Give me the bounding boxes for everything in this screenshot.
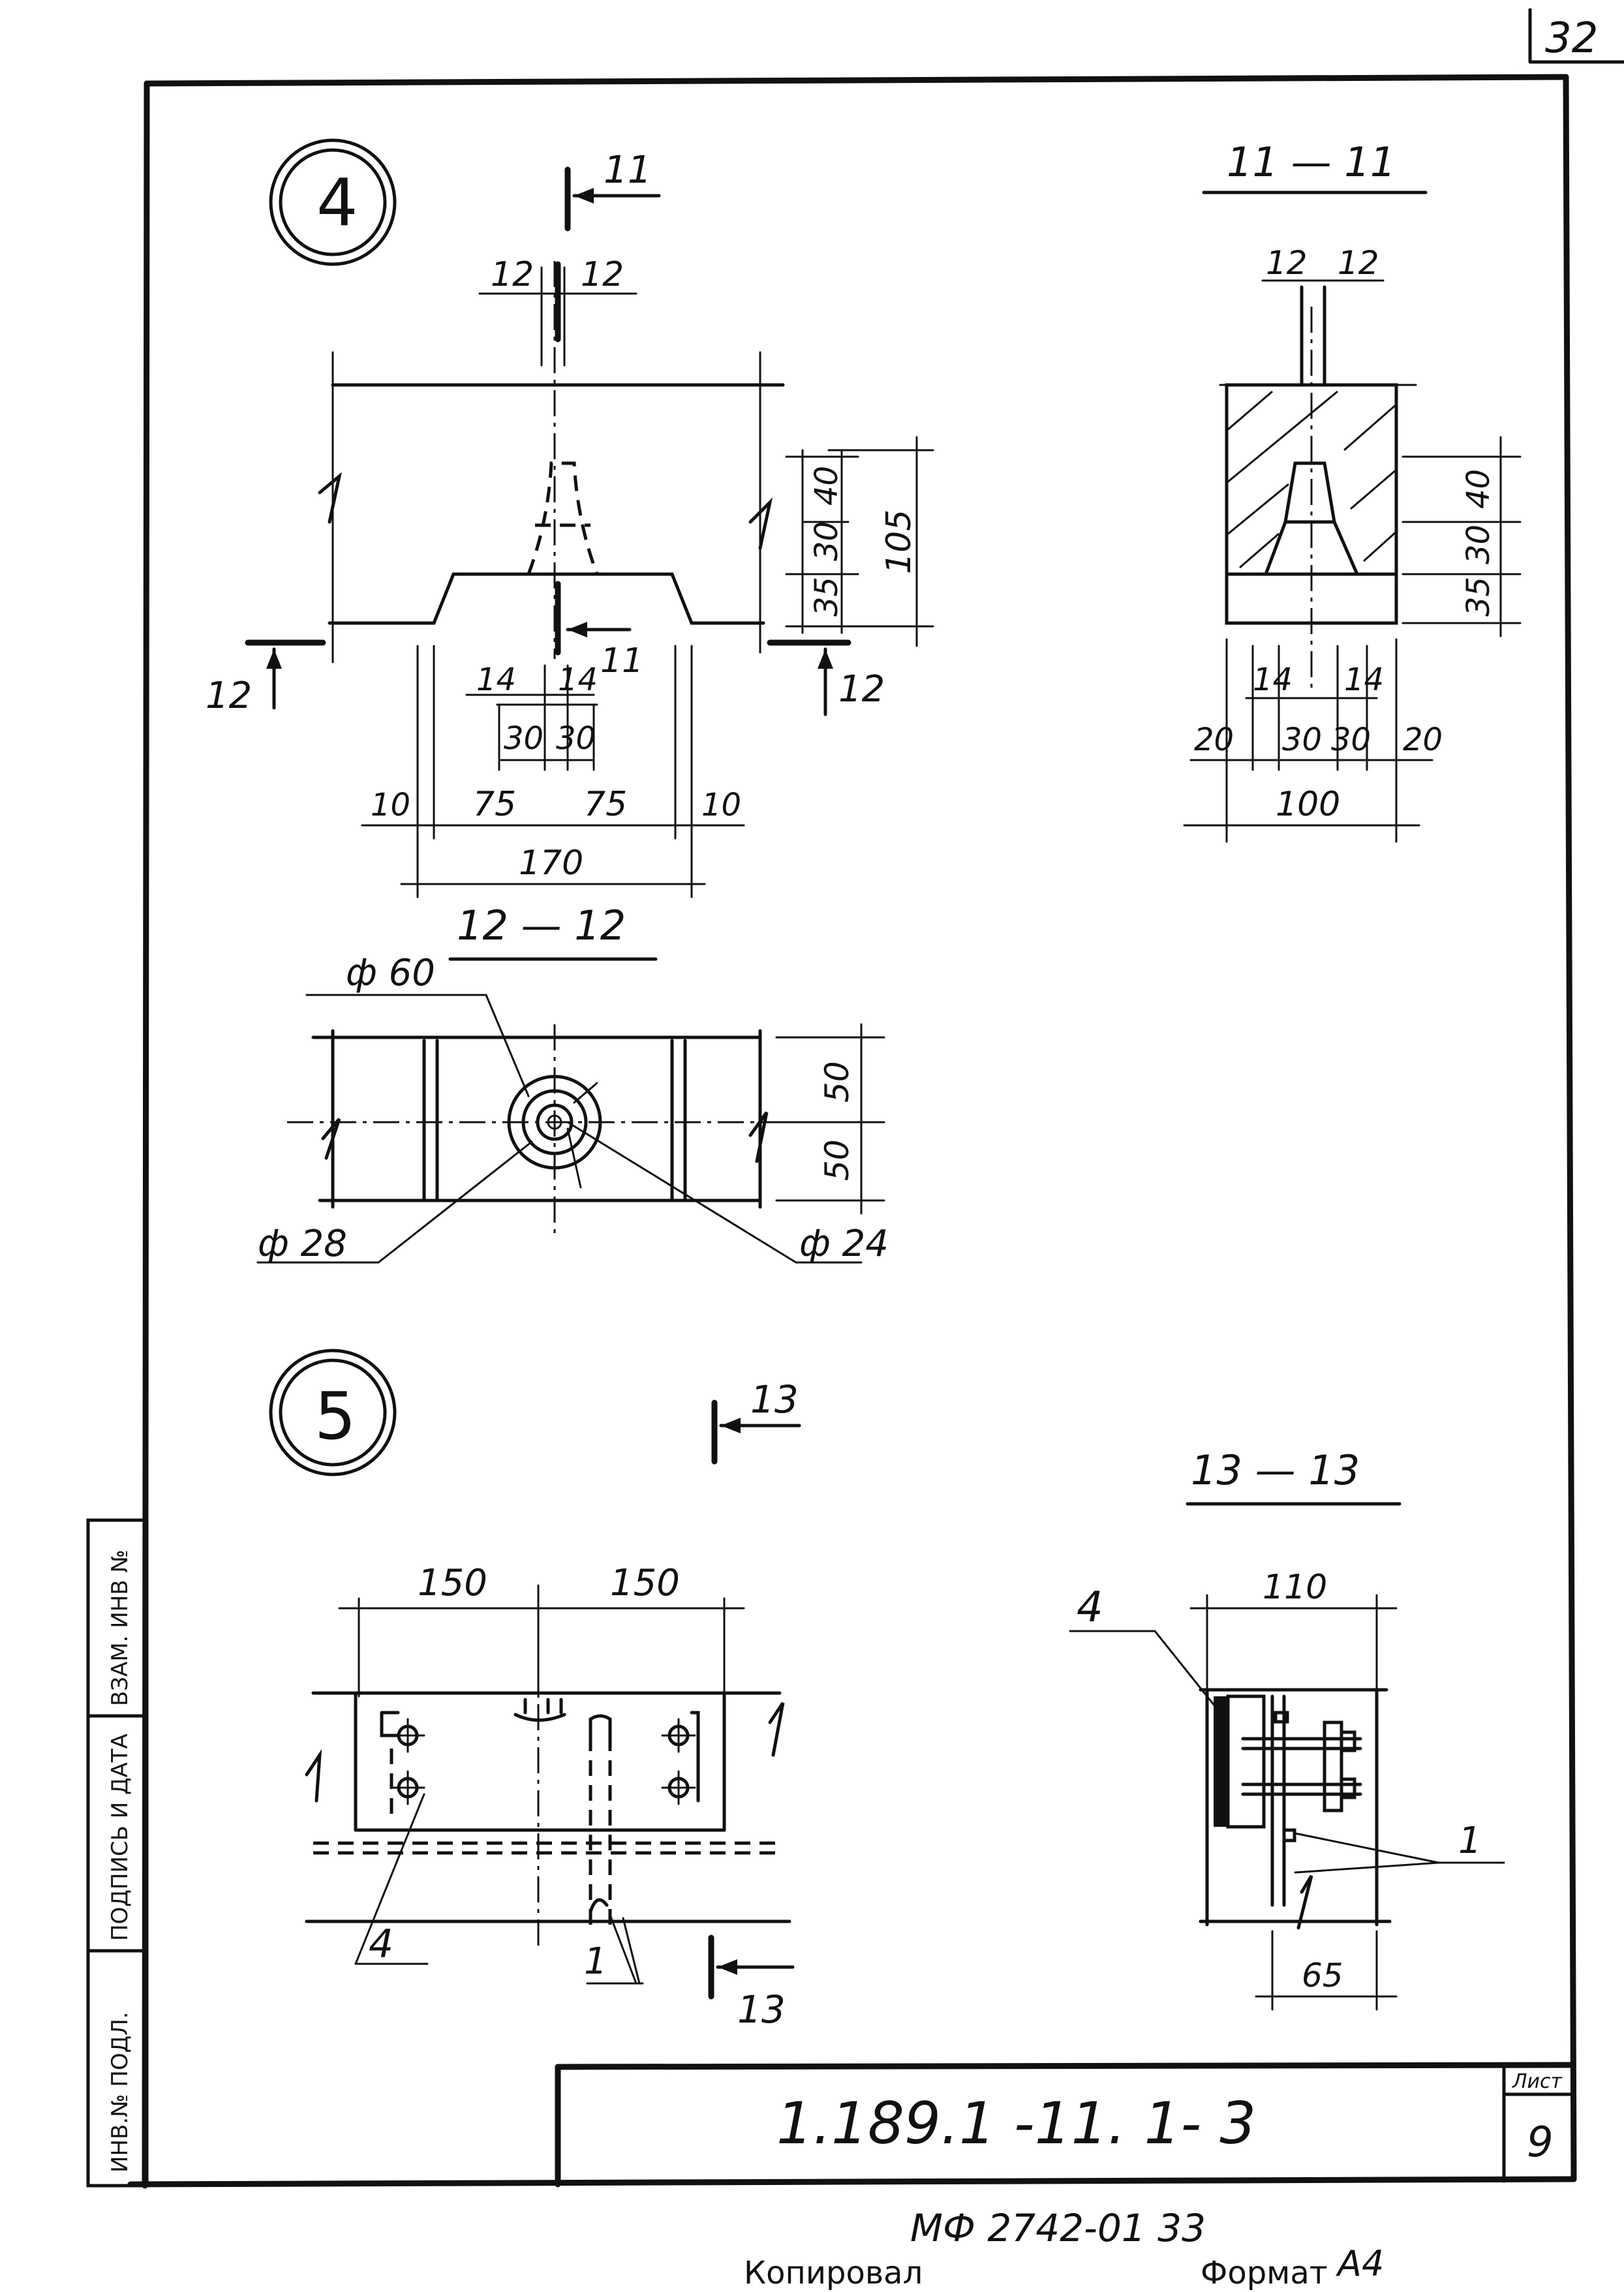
section-13-plate bbox=[1214, 1696, 1228, 1827]
format-value: А4 bbox=[1336, 2243, 1384, 2284]
document-code: 1.189.1 -11. 1- 3 bbox=[776, 2090, 1256, 2157]
detail-4-inner-30-a: 30 bbox=[504, 720, 544, 757]
detail-4-right-total: 105 bbox=[880, 510, 919, 574]
detail-5-top-dim-2: 150 bbox=[610, 1562, 680, 1604]
section-11-top-dim-1: 12 bbox=[1266, 244, 1308, 282]
detail-4-bottom-75-b: 75 bbox=[584, 785, 627, 824]
stamp-cell-inv-podl: ИНВ.№ ПОДЛ. bbox=[107, 2011, 133, 2173]
section-11-bottom-30-a: 30 bbox=[1282, 722, 1322, 758]
section-13-bottom-dim: 65 bbox=[1302, 1957, 1343, 1994]
detail-4-section-mark-top: 11 bbox=[604, 147, 652, 192]
detail-5-marker-inner bbox=[279, 1358, 387, 1467]
detail-4-bottom-10-a: 10 bbox=[371, 787, 410, 823]
detail-4-inner-30-b: 30 bbox=[556, 720, 596, 757]
phi-24-label: ф 24 bbox=[799, 1223, 889, 1265]
format-label: Формат bbox=[1201, 2255, 1328, 2291]
section-11-inner-14-b: 14 bbox=[1344, 662, 1384, 698]
section-13-callout-4: 4 bbox=[1077, 1583, 1103, 1632]
detail-5-marker-outer bbox=[269, 1349, 397, 1476]
page-number: 32 bbox=[1545, 14, 1598, 63]
detail-4-section-mark-mid: 11 bbox=[600, 641, 643, 680]
section-11-bottom-total: 100 bbox=[1276, 785, 1340, 824]
detail-5-callout-4: 4 bbox=[369, 1921, 393, 1967]
detail-4-section-12-right: 12 bbox=[838, 668, 885, 711]
section-11-hatching bbox=[1226, 390, 1398, 569]
detail-4-top-dim-2: 12 bbox=[581, 255, 624, 294]
detail-4-elevation: 4 11 12 12 40 30 35 10 bbox=[206, 138, 934, 961]
detail-5-callout-1: 1 bbox=[584, 1940, 607, 1983]
section-13-callout-1: 1 bbox=[1458, 1820, 1482, 1862]
detail-4-marker-outer bbox=[269, 138, 397, 266]
title-block: 1.189.1 -11. 1- 3 Лист 9 bbox=[555, 2062, 1576, 2188]
section-13-13: 13 — 13 110 4 1 bbox=[1069, 1446, 1505, 2011]
hole-outer-phi60 bbox=[507, 1075, 602, 1170]
detail-4-right-dim-30: 30 bbox=[808, 521, 845, 561]
view-12-12: ф 60 ф 28 ф 24 50 50 bbox=[256, 952, 889, 1265]
section-13-width-dim: 110 bbox=[1263, 1568, 1327, 1607]
sheet-frame bbox=[127, 74, 1577, 2189]
section-11-bottom-20-a: 20 bbox=[1194, 722, 1234, 758]
view-12-right-dim-50-a: 50 bbox=[818, 1061, 856, 1103]
phi-60-label: ф 60 bbox=[346, 952, 435, 994]
detail-5-marker-label: 5 bbox=[314, 1378, 356, 1454]
view-12-title: 12 — 12 bbox=[457, 902, 626, 949]
detail-5-section-mark-top: 13 bbox=[750, 1377, 799, 1422]
detail-4-bottom-10-b: 10 bbox=[701, 787, 741, 823]
detail-4-top-dim-1: 12 bbox=[491, 255, 534, 294]
detail-5-section-mark-bottom: 13 bbox=[737, 1987, 786, 2032]
section-11-11: 11 — 11 12 12 40 30 35 bbox=[1183, 138, 1522, 843]
view-12-right-dim-50-b: 50 bbox=[818, 1139, 856, 1181]
bottom-notes: МФ 2742-01 33 Копировал Формат А4 bbox=[744, 2206, 1384, 2291]
stamp-cell-vzam-inv: ВЗАМ. ИНВ № bbox=[107, 1550, 133, 1706]
detail-4-inner-14-b: 14 bbox=[558, 662, 598, 698]
detail-4-inner-14-a: 14 bbox=[476, 662, 516, 698]
hole-mid-phi28 bbox=[521, 1089, 588, 1155]
section-11-bottom-30-b: 30 bbox=[1331, 722, 1371, 758]
detail-4-bottom-75-a: 75 bbox=[473, 785, 516, 824]
detail-4-right-dim-35: 35 bbox=[808, 577, 845, 617]
side-stamp: ИНВ.№ ПОДЛ. ПОДПИСЬ И ДАТА ВЗАМ. ИНВ № bbox=[86, 1518, 149, 2188]
section-11-inner-14-a: 14 bbox=[1253, 662, 1293, 698]
section-13-title: 13 — 13 bbox=[1191, 1446, 1360, 1494]
section-11-bottom-20-b: 20 bbox=[1403, 722, 1443, 758]
detail-4-marker-inner bbox=[279, 148, 387, 256]
detail-5-elevation: 5 13 150 150 bbox=[269, 1349, 801, 2032]
section-11-right-dim-40: 40 bbox=[1460, 469, 1497, 509]
copy-number: МФ 2742-01 33 bbox=[910, 2206, 1206, 2250]
detail-4-section-12-left: 12 bbox=[206, 675, 252, 717]
hole-inner-phi24 bbox=[536, 1103, 574, 1141]
section-11-right-dim-30: 30 bbox=[1460, 525, 1497, 564]
sheet-label: Лист bbox=[1512, 2070, 1563, 2093]
section-11-right-dim-35: 35 bbox=[1460, 577, 1497, 617]
section-11-top-dim-2: 12 bbox=[1338, 244, 1379, 282]
stamp-cell-podpis-data: ПОДПИСЬ И ДАТА bbox=[107, 1734, 133, 1941]
page-number-block: 32 bbox=[1528, 8, 1624, 64]
detail-4-right-dim-40: 40 bbox=[808, 466, 845, 506]
detail-4-marker-label: 4 bbox=[316, 164, 358, 241]
phi-28-label: ф 28 bbox=[258, 1223, 347, 1265]
copied-label: Копировал bbox=[744, 2255, 923, 2291]
detail-4-bottom-total: 170 bbox=[519, 844, 583, 883]
detail-5-top-dim-1: 150 bbox=[418, 1562, 487, 1604]
sheet-number: 9 bbox=[1527, 2118, 1554, 2167]
section-11-title: 11 — 11 bbox=[1227, 138, 1396, 186]
